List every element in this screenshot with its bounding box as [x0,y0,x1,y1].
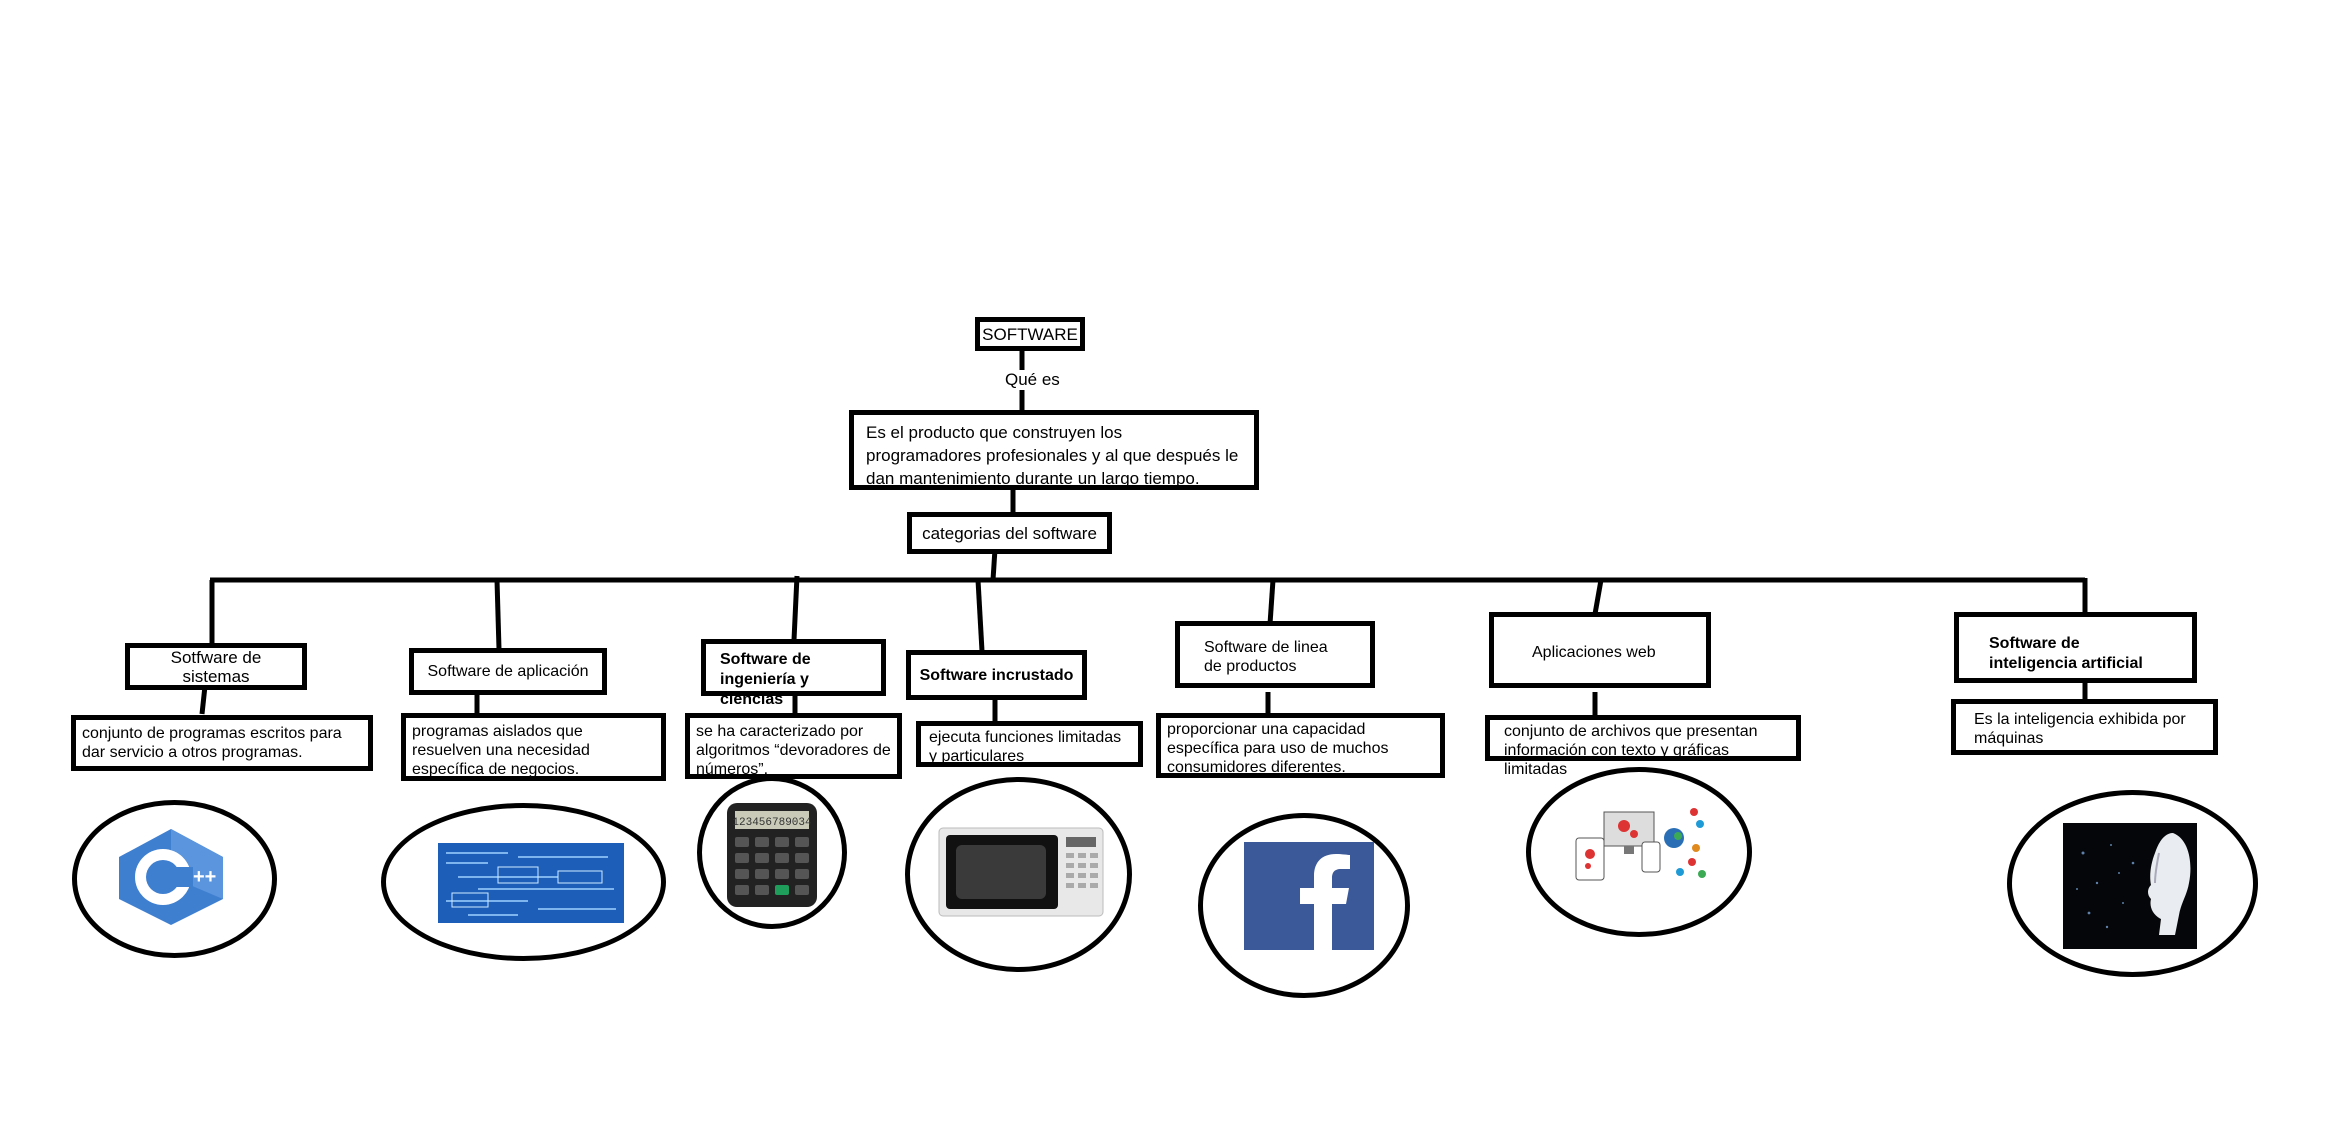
branch-line-2 [494,579,502,650]
branch-line-1b [199,685,208,715]
microwave-icon [938,827,1104,917]
calculator-icon: 123456789034 [727,803,817,907]
category-image-oval-2 [381,803,666,961]
branch-line-5 [1267,579,1276,625]
category-image-oval-5 [1198,813,1410,998]
category-desc-box-5: proporcionar una capacidad específica pa… [1156,713,1445,778]
root-node: SOFTWARE [975,317,1085,351]
categories-node: categorias del software [907,512,1112,554]
category-title-2: Software de aplicación [427,663,589,680]
category-desc-box-2: programas aislados que resuelven una nec… [401,713,666,781]
category-title-3: Software de ingeniería y ciencias [720,651,811,708]
category-title-box-6: Aplicaciones web [1489,612,1711,688]
category-desc-box-4: ejecuta funciones limitadas y particular… [916,721,1143,767]
definition-box: Es el producto que construyen los progra… [849,410,1259,490]
category-desc-2: programas aislados que resuelven una nec… [412,723,590,778]
category-title-box-4: Software incrustado [906,650,1087,700]
category-desc-box-6: conjunto de archivos que presentan infor… [1485,715,1801,778]
category-image-oval-7 [2007,790,2258,977]
ai-robot-icon [2063,823,2197,949]
line-categories-bus [990,548,998,581]
category-desc-box-7: Es la inteligencia exhibida por máquinas [1951,699,2218,755]
categories-label: categorias del software [922,523,1097,543]
what-is-label: Qué es [1003,370,1062,390]
category-title-box-5: Software de linea de productos [1175,621,1375,688]
svg-text:++: ++ [193,866,216,888]
category-title-box-2: Software de aplicación [409,648,607,695]
category-title-1: Sotfware de sistemas [170,647,262,686]
category-desc-5: proporcionar una capacidad específica pa… [1167,721,1389,776]
category-desc-box-1: conjunto de programas escritos para dar … [71,715,373,771]
branch-line-4 [975,579,985,652]
category-image-oval-3: 123456789034 [697,776,847,929]
category-desc-box-3: se ha caracterizado por algoritmos “devo… [685,713,902,779]
calculator-display-text: 123456789034 [732,817,812,829]
branch-line-3 [791,575,800,641]
category-desc-7: Es la inteligencia exhibida por máquinas [1974,711,2186,747]
category-image-oval-1: ++ [72,800,277,958]
category-title-box-1: Sotfware de sistemas [125,643,307,690]
code-screen-icon [438,843,624,923]
web-devices-icon [1575,808,1706,881]
category-title-7: Software de inteligencia artificial [1989,635,2143,672]
category-desc-4: ejecuta funciones limitadas y particular… [929,729,1122,765]
category-title-box-3: Software de ingeniería y ciencias [701,639,886,708]
root-title: SOFTWARE [982,324,1078,344]
category-title-5: Software de linea de productos [1204,639,1328,675]
category-desc-6: conjunto de archivos que presentan infor… [1504,723,1758,778]
cpp-logo-icon: ++ [119,829,223,925]
definition-text: Es el producto que construyen los progra… [866,423,1239,488]
category-desc-3: se ha caracterizado por algoritmos “devo… [696,723,891,778]
branch-line-6 [1592,579,1604,615]
category-title-6: Aplicaciones web [1532,644,1656,661]
category-image-oval-4 [905,777,1132,972]
category-title-4: Software incrustado [919,666,1074,684]
category-image-oval-6 [1526,767,1752,937]
category-title-box-7: Software de inteligencia artificial [1954,612,2197,683]
category-desc-1: conjunto de programas escritos para dar … [82,725,342,761]
facebook-logo-icon [1244,842,1374,950]
